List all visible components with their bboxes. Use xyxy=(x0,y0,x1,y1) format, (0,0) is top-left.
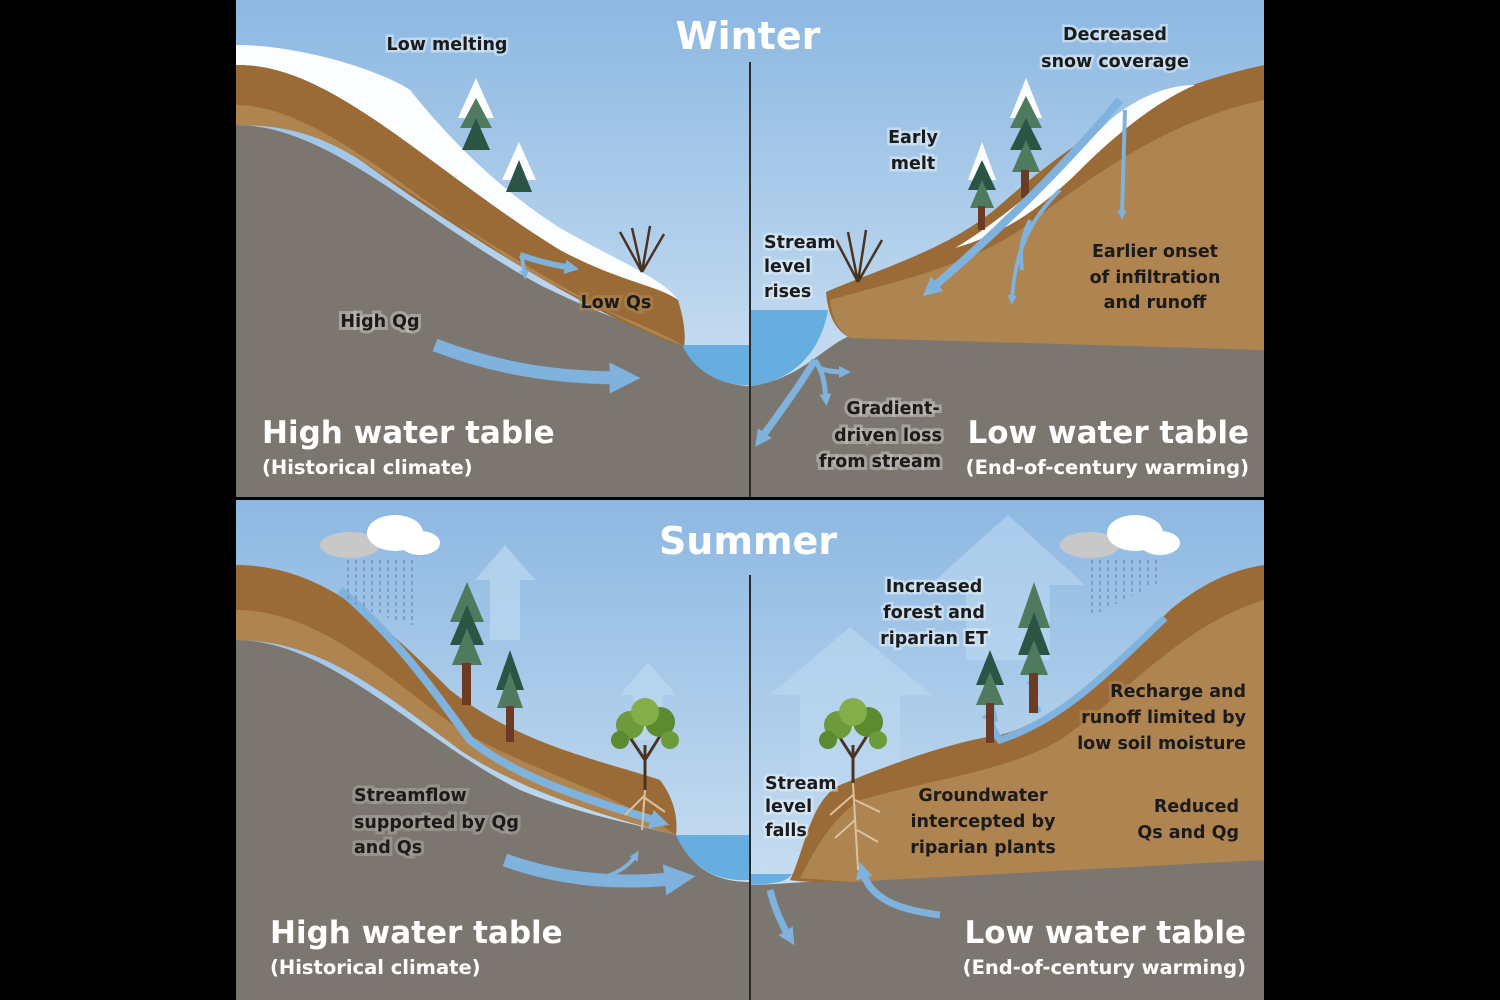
label-early-melt: Early xyxy=(888,128,938,148)
root-uptake-arrow xyxy=(856,861,941,919)
label-gradient-loss-line3: from stream xyxy=(819,452,941,472)
groundwater-flow-arrow xyxy=(432,338,641,394)
conifer-tree-icon xyxy=(458,78,536,192)
label-groundwater-intercepted-line2: intercepted by xyxy=(911,812,1056,832)
bedrock-layer xyxy=(750,336,1264,497)
label-increased-et-line3: riparian ET xyxy=(880,629,988,649)
summer-right-table-title: Low water table xyxy=(964,915,1246,951)
summer-panel: Streamflow supported by Qg and Qs High w… xyxy=(236,500,1264,1000)
label-earlier-onset: Earlier onset xyxy=(1092,242,1218,262)
bedrock-layer xyxy=(236,125,750,497)
riparian-tree-icon xyxy=(819,698,887,871)
label-recharge-line2: runoff limited by xyxy=(1081,708,1246,728)
winter-right-table-subtitle: (End-of-century warming) xyxy=(966,456,1249,479)
conifer-tree-icon xyxy=(976,582,1050,743)
label-recharge: Recharge and xyxy=(1110,682,1246,702)
groundwater-flow-arrow xyxy=(502,853,696,896)
stream-water xyxy=(750,874,792,885)
label-increased-et-line2: forest and xyxy=(883,603,985,623)
summer-warming-scene: Increased forest and riparian ET Recharg… xyxy=(750,515,1264,1000)
conifer-tree-icon xyxy=(450,582,524,742)
recharge-arrow xyxy=(337,586,670,829)
label-stream-level-falls-line3: falls xyxy=(765,821,807,841)
label-stream-level-rises-line3: rises xyxy=(764,282,811,302)
label-low-qs: Low Qs xyxy=(581,293,652,313)
winter-panel: Low melting Low Qs High Qg High water ta… xyxy=(236,0,1264,497)
soil-layer xyxy=(236,565,677,835)
label-streamflow-line3: and Qs xyxy=(354,838,422,858)
summer-title: Summer xyxy=(659,519,837,563)
label-earlier-onset-line3: and runoff xyxy=(1104,293,1207,313)
summer-right-table-subtitle: (End-of-century warming) xyxy=(963,956,1246,979)
label-high-qg: High Qg xyxy=(340,312,419,332)
summer-historical-scene: Streamflow supported by Qg and Qs High w… xyxy=(236,515,750,1000)
label-stream-level-rises: Stream xyxy=(764,233,836,253)
label-reduced-qs-qg-line2: Qs and Qg xyxy=(1137,823,1239,843)
summer-left-table-title: High water table xyxy=(270,915,563,951)
winter-historical-scene: Low melting Low Qs High Qg High water ta… xyxy=(236,33,750,497)
winter-right-table-title: Low water table xyxy=(967,415,1249,451)
label-stream-level-rises-line2: level xyxy=(764,257,811,277)
infiltration-arrow xyxy=(1117,109,1127,220)
label-gradient-loss-line2: driven loss xyxy=(834,426,942,446)
label-streamflow-line2: supported by Qg xyxy=(354,813,519,833)
label-earlier-onset-line2: of infiltration xyxy=(1090,268,1221,288)
winter-left-table-subtitle: (Historical climate) xyxy=(262,456,473,479)
label-reduced-qs-qg: Reduced xyxy=(1154,797,1239,817)
stream-water xyxy=(750,310,828,386)
label-groundwater-intercepted-line3: riparian plants xyxy=(910,838,1056,858)
conifer-tree-icon xyxy=(968,78,1042,230)
label-decreased-snow: Decreased xyxy=(1063,25,1167,45)
snowpack xyxy=(236,45,678,300)
label-increased-et: Increased xyxy=(886,577,982,597)
label-stream-level-falls: Stream xyxy=(765,774,837,794)
stream-water xyxy=(676,835,750,881)
summer-left-table-subtitle: (Historical climate) xyxy=(270,956,481,979)
label-stream-level-falls-line2: level xyxy=(765,797,812,817)
et-arrow-icon xyxy=(475,545,535,640)
label-streamflow: Streamflow xyxy=(354,786,467,806)
rain-cloud-icon xyxy=(1060,515,1180,615)
label-early-melt-line2: melt xyxy=(891,154,935,174)
runoff-arrow xyxy=(922,97,1124,297)
rain-cloud-icon xyxy=(320,515,440,625)
label-decreased-snow-line2: snow coverage xyxy=(1041,52,1189,72)
label-recharge-line3: low soil moisture xyxy=(1077,734,1246,754)
infiltration-arrow xyxy=(519,252,580,274)
stream-loss-arrow xyxy=(766,889,795,946)
riparian-tree-icon xyxy=(611,698,679,831)
label-gradient-loss: Gradient- xyxy=(846,399,939,419)
stream-loss-arrow xyxy=(755,358,819,447)
shrub-icon xyxy=(834,229,884,283)
winter-warming-scene: Decreased snow coverage Early melt Strea… xyxy=(750,23,1264,497)
label-groundwater-intercepted: Groundwater xyxy=(918,786,1048,806)
soil-layer xyxy=(236,64,685,346)
bedrock-layer xyxy=(236,640,750,1000)
winter-left-table-title: High water table xyxy=(262,415,555,451)
shrub-icon xyxy=(618,225,666,273)
stream-water xyxy=(680,345,750,386)
label-low-melting: Low melting xyxy=(387,35,508,55)
winter-title: Winter xyxy=(676,14,821,58)
